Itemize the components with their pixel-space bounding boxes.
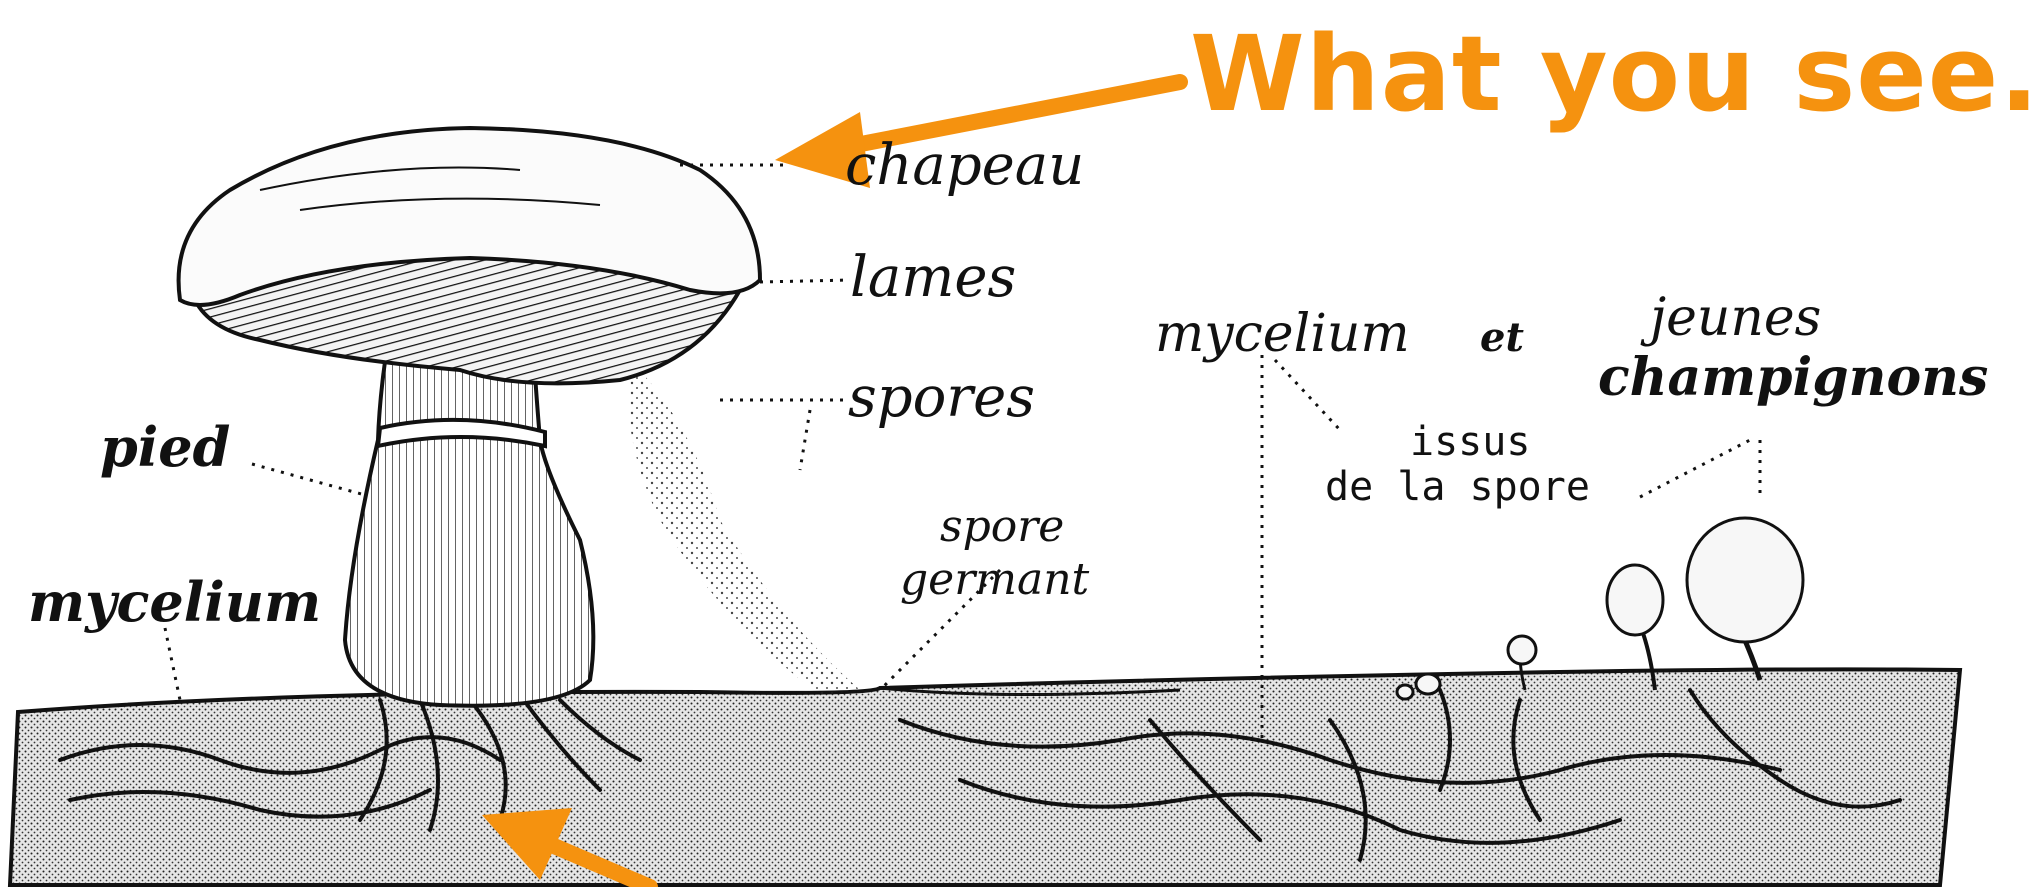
label-pied: pied — [100, 420, 230, 474]
headline: What you see. — [1190, 22, 2036, 126]
label-champignons: champignons — [1598, 352, 1988, 404]
soil-ground — [10, 669, 1960, 885]
label-mycelium-right: mycelium — [1155, 308, 1410, 360]
label-chapeau: chapeau — [845, 138, 1084, 194]
label-spores: spores — [848, 370, 1035, 426]
label-mycelium-left: mycelium — [28, 575, 321, 629]
spore-cloud — [628, 360, 860, 695]
label-germant: germant — [900, 558, 1089, 602]
label-spore: spore — [940, 505, 1064, 549]
label-de-la-spore: de la spore — [1325, 467, 1590, 507]
label-lames: lames — [850, 250, 1016, 306]
label-et: et — [1480, 318, 1524, 358]
label-jeunes: jeunes — [1650, 292, 1821, 344]
label-issus: issus — [1410, 422, 1530, 462]
